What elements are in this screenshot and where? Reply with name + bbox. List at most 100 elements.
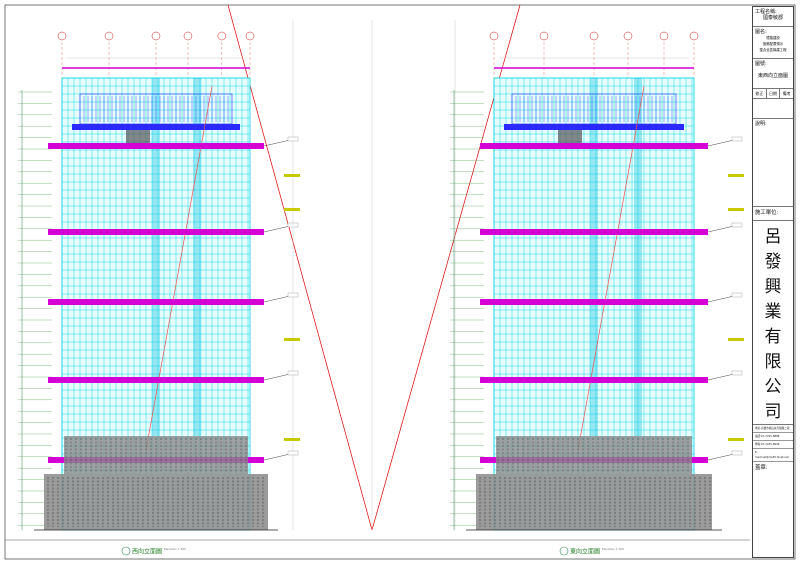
platform-tag [731,450,743,456]
work-platform [48,377,264,383]
scaffold-column-band [634,78,642,436]
platform-leader [263,225,291,233]
guide-diagonal-left [227,4,373,531]
podium-lower [476,474,712,530]
work-platform [480,377,708,383]
work-platform [480,229,708,235]
drawing-name-cell: 圖名: 鐵路建設 施築配置預示 整合全區構建工程 [753,27,793,59]
rooftop-beam [504,124,684,130]
platform-tag [287,370,299,376]
company-char-6: 限 [764,352,782,372]
platform-leader [263,139,291,147]
project-name-value: 國泰敏郡 [762,15,783,21]
rooftop-block [126,130,150,144]
anchor-marker [284,174,300,177]
sheet-border [4,4,796,560]
anchor-marker [284,338,300,341]
contact-phone: 電話:07-7225-8888 [753,433,793,441]
grid-bubble [589,31,599,41]
podium-lower [44,474,268,530]
work-platform [48,143,264,149]
anchor-marker [284,208,300,211]
elevation-scale-note: Elevation 1:300 [164,547,186,551]
work-platform [480,299,708,305]
elevation-scale-note: Elevation 1:300 [602,547,624,551]
contractor-label-cell: 施工單位: [753,207,793,221]
platform-leader [707,295,735,303]
company-char-3: 興 [764,277,782,297]
grid-bubble [245,31,255,41]
revision-header: 修正 日期 備考 [753,89,793,99]
platform-tag [287,136,299,142]
grid-bubble [104,31,114,41]
drawing-name-label: 圖名: [755,29,767,35]
work-platform [480,143,708,149]
platform-leader [707,139,735,147]
company-char-8: 司 [764,402,782,422]
grid-bubble [539,31,549,41]
platform-tag [731,370,743,376]
elevation-caption: 西向立面圖 [132,548,162,556]
elevation-caption: 東向立面圖 [570,548,600,556]
platform-leader [263,373,291,381]
company-char-5: 有 [764,327,782,347]
drawing-name-line-1: 鐵路建設 [766,36,780,40]
rooftop-block [558,130,582,144]
platform-tag [731,136,743,142]
rev-header-edit: 修正 [753,89,767,98]
grid-bubble [489,31,499,41]
rev-header-note: 備考 [782,91,791,96]
project-name-label: 工程名稱: [755,9,777,15]
company-char-2: 發 [764,252,782,272]
work-platform [48,229,264,235]
scaffold-column-band [193,78,202,436]
work-platform [48,299,264,305]
anchor-marker [284,438,300,441]
grid-bubble [183,31,193,41]
grid-bubble [689,31,699,41]
podium-upper [496,436,692,474]
project-name-cell: 工程名稱: 國泰敏郡 [753,7,793,27]
remarks-cell: 說明: [753,119,793,207]
remarks-label: 說明: [755,121,767,127]
platform-leader [707,225,735,233]
title-block: 工程名稱: 國泰敏郡 圖名: 鐵路建設 施築配置預示 整合全區構建工程 圖號: … [752,6,794,558]
contact-email: E-mail:luef@ms55.hinet.net [753,449,793,462]
scaffold-column-band [152,78,160,436]
platform-leader [263,453,291,461]
drawing-name-line-2: 施築配置預示 [762,42,784,47]
grid-bubble [217,31,227,41]
platform-leader [707,453,735,461]
grid-bubble [623,31,633,41]
platform-tag [287,292,299,298]
caption-symbol [121,546,131,556]
grid-bubble [659,31,669,41]
contact-address: 地址:高雄市鳳山區光復路二段 [753,425,793,433]
contractor-label: 施工單位: [755,210,779,216]
platform-tag [731,292,743,298]
revision-body [753,99,793,119]
anchor-marker [728,338,744,341]
platform-leader [707,373,735,381]
seal-cell: 蓋章: [753,462,793,502]
anchor-marker [728,174,744,177]
rooftop-beam [72,124,240,130]
company-char-1: 呂 [764,227,782,247]
company-char-7: 公 [764,377,782,397]
drawing-number-value: 東西向立面圖 [757,73,788,79]
company-name-cell: 呂 發 興 業 有 限 公 司 [753,221,793,425]
drawing-number-cell: 圖號: 東西向立面圖 [753,59,793,89]
platform-tag [287,450,299,456]
anchor-marker [728,208,744,211]
caption-symbol [559,546,569,556]
company-char-4: 業 [764,302,782,322]
seal-label: 蓋章: [755,465,768,471]
grid-bubble [151,31,161,41]
contact-fax: 傳真:07-7225-8999 [753,441,793,449]
platform-leader [263,295,291,303]
drawing-name-line-3: 整合全區構建工程 [759,48,787,53]
